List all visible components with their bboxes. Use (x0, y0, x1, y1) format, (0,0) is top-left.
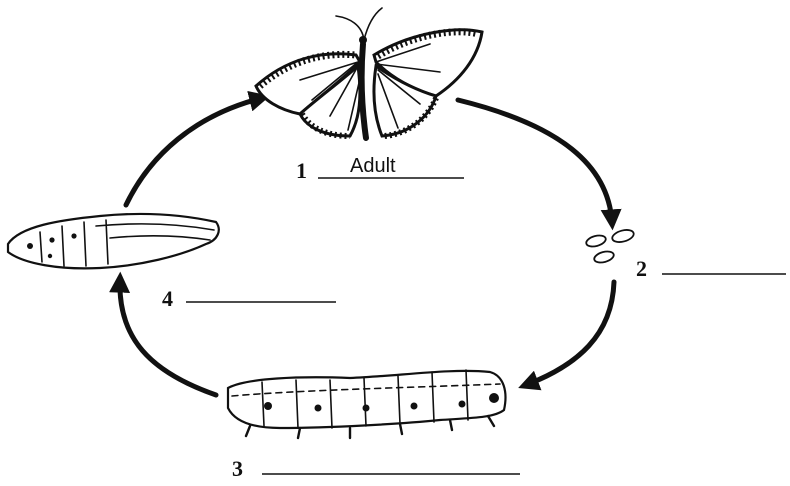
stage-number-4: 4 (162, 286, 173, 311)
eggs-icon (585, 228, 635, 265)
arrow-eggs-to-larva (526, 282, 614, 385)
caterpillar-icon (228, 370, 505, 438)
stage-label-2: 2 (636, 256, 786, 281)
stage-number-3: 3 (232, 456, 243, 481)
arrow-adult-to-eggs (458, 100, 612, 222)
arrow-pupa-to-adult (126, 98, 262, 205)
stage-label-3: 3 (232, 456, 520, 481)
stage-number-1: 1 (296, 158, 307, 183)
stage-label-4: 4 (162, 286, 336, 311)
stage-label-1: 1 Adult (296, 155, 464, 183)
butterfly-icon (256, 8, 482, 138)
chrysalis-icon (8, 214, 219, 268)
stage-answer-1: Adult (350, 155, 396, 177)
stage-number-2: 2 (636, 256, 647, 281)
